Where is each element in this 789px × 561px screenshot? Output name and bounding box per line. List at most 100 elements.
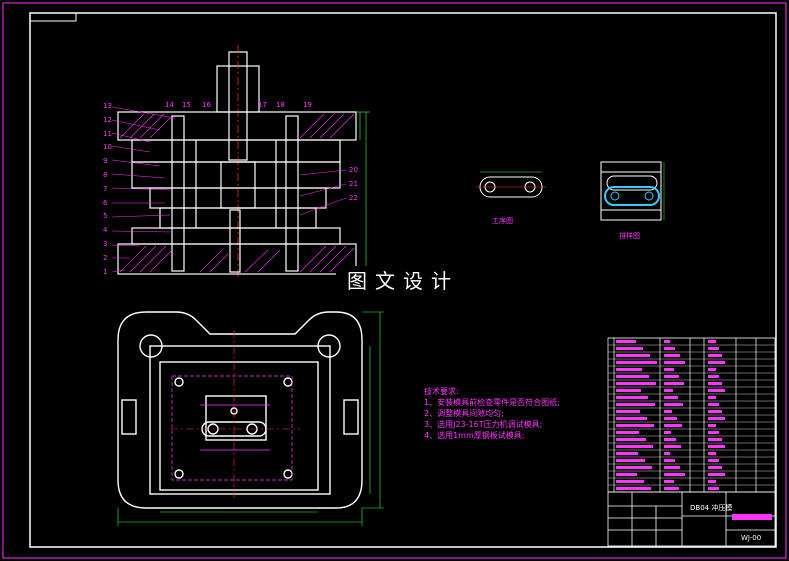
parts-row-text-mark xyxy=(708,480,716,483)
parts-row-text-mark xyxy=(664,396,678,399)
part-number-label: 10 xyxy=(103,143,112,152)
workpiece-label: 工序图 xyxy=(492,217,513,225)
parts-list-rows xyxy=(608,337,775,490)
parts-row-text-mark xyxy=(708,389,725,392)
workpiece-drawing xyxy=(476,171,546,198)
part-number-label: 11 xyxy=(103,129,112,138)
parts-row-text-mark xyxy=(664,417,677,420)
parts-row-text-mark xyxy=(664,382,684,385)
tech-requirements-title: 技术要求: xyxy=(424,387,459,396)
part-number-label: 14 xyxy=(165,101,174,109)
parts-row-text-mark xyxy=(616,445,653,448)
parts-row-text-mark xyxy=(664,480,674,483)
parts-row-text-mark xyxy=(708,410,722,413)
parts-row-text-mark xyxy=(708,403,719,406)
parts-row-text-mark xyxy=(616,452,638,455)
parts-row-text-mark xyxy=(664,459,675,462)
part-number-label: 15 xyxy=(182,101,191,109)
parts-row-text-mark xyxy=(664,354,680,357)
parts-row-text-mark xyxy=(616,459,645,462)
title-block-drawing-no: WJ-00 xyxy=(741,534,762,542)
part-number-label: 2 xyxy=(103,253,108,262)
part-number-label: 1 xyxy=(103,267,108,276)
parts-row-text-mark xyxy=(616,347,643,350)
title-block-name: DB04 冲压模 xyxy=(690,504,733,512)
parts-row-text-mark xyxy=(708,424,716,427)
parts-row-text-mark xyxy=(708,354,722,357)
parts-row-text-mark xyxy=(616,403,655,406)
part-number-label: 9 xyxy=(103,157,108,166)
parts-row-text-mark xyxy=(664,452,670,455)
plan-dimensions xyxy=(117,311,384,526)
parts-row-text-mark xyxy=(708,375,719,378)
parts-row-text-mark xyxy=(664,473,685,476)
part-number-label: 20 xyxy=(349,166,358,174)
parts-row-text-mark xyxy=(616,431,639,434)
tech-requirement-item: 4、选用1mm厚钢板试模具; xyxy=(424,431,525,440)
leader-lines xyxy=(111,106,347,273)
parts-row-text-mark xyxy=(664,340,670,343)
parts-row-text-mark xyxy=(616,487,651,490)
parts-row-text-mark xyxy=(708,445,725,448)
title-block xyxy=(607,491,776,547)
parts-row-text-mark xyxy=(708,473,725,476)
part-number-label: 21 xyxy=(349,180,358,188)
parts-row-text-mark xyxy=(664,368,674,371)
parts-row-text-mark xyxy=(664,438,676,441)
parts-row-text-mark xyxy=(708,368,716,371)
parts-row-text-mark xyxy=(708,361,725,364)
parts-row-text-mark xyxy=(664,431,671,434)
part-number-label: 5 xyxy=(103,212,108,221)
inner-frame xyxy=(29,12,777,548)
tech-requirement-item: 3、选用J23-16T压力机调试模具; xyxy=(424,420,543,429)
part-number-label: 16 xyxy=(202,101,211,109)
parts-row-text-mark xyxy=(708,487,719,490)
part-number-label: 12 xyxy=(103,115,112,124)
parts-row-text-mark xyxy=(616,410,640,413)
parts-row-text-mark xyxy=(708,452,716,455)
parts-row-text-mark xyxy=(708,340,716,343)
parts-row-text-mark xyxy=(616,480,644,483)
parts-row-text-mark xyxy=(708,438,722,441)
parts-row-text-mark xyxy=(664,445,681,448)
parts-row-text-mark xyxy=(616,396,648,399)
part-number-label: 4 xyxy=(103,226,108,235)
parts-row-text-mark xyxy=(664,424,682,427)
parts-row-text-mark xyxy=(616,382,656,385)
plan-pink-lines xyxy=(171,375,293,481)
part-number-label: 6 xyxy=(103,198,108,207)
section-hatching xyxy=(119,113,355,273)
parts-row-text-mark xyxy=(708,459,719,462)
parts-row-text-mark xyxy=(708,347,719,350)
parts-row-text-mark xyxy=(708,466,722,469)
corner-tab xyxy=(29,12,77,22)
parts-row-text-mark xyxy=(616,368,642,371)
parts-row-text-mark xyxy=(616,473,637,476)
parts-row-text-mark xyxy=(616,389,641,392)
plan-centerlines xyxy=(170,330,300,500)
parts-row-text-mark xyxy=(708,431,719,434)
parts-row-text-mark xyxy=(664,375,679,378)
parts-row-text-mark xyxy=(664,403,683,406)
part-number-label: 18 xyxy=(276,101,285,109)
parts-row-text-mark xyxy=(616,375,649,378)
parts-row-text-mark xyxy=(708,396,716,399)
part-number-label: 13 xyxy=(103,102,112,110)
parts-row-text-mark xyxy=(616,417,647,420)
parts-row-text-mark xyxy=(664,347,675,350)
part-number-label: 19 xyxy=(303,101,312,109)
watermark-text: 图文设计 xyxy=(336,266,470,296)
parts-row-text-mark xyxy=(664,389,673,392)
section-view xyxy=(117,45,370,280)
tech-requirement-item: 2、调整模具间隙均匀; xyxy=(424,409,504,418)
technical-requirements: 技术要求: 1、安装模具前检查零件是否符合图纸; 2、调整模具间隙均匀; 3、选… xyxy=(424,386,560,441)
parts-row-text-mark xyxy=(616,340,636,343)
tech-requirement-item: 1、安装模具前检查零件是否符合图纸; xyxy=(424,398,560,407)
part-number-label: 22 xyxy=(349,194,358,202)
strip-layout-drawing xyxy=(600,161,665,221)
parts-row-text-mark xyxy=(664,361,685,364)
parts-row-text-mark xyxy=(664,466,680,469)
parts-row-text-mark xyxy=(664,410,672,413)
layout-label: 排样图 xyxy=(619,232,640,240)
parts-row-text-mark xyxy=(616,466,652,469)
